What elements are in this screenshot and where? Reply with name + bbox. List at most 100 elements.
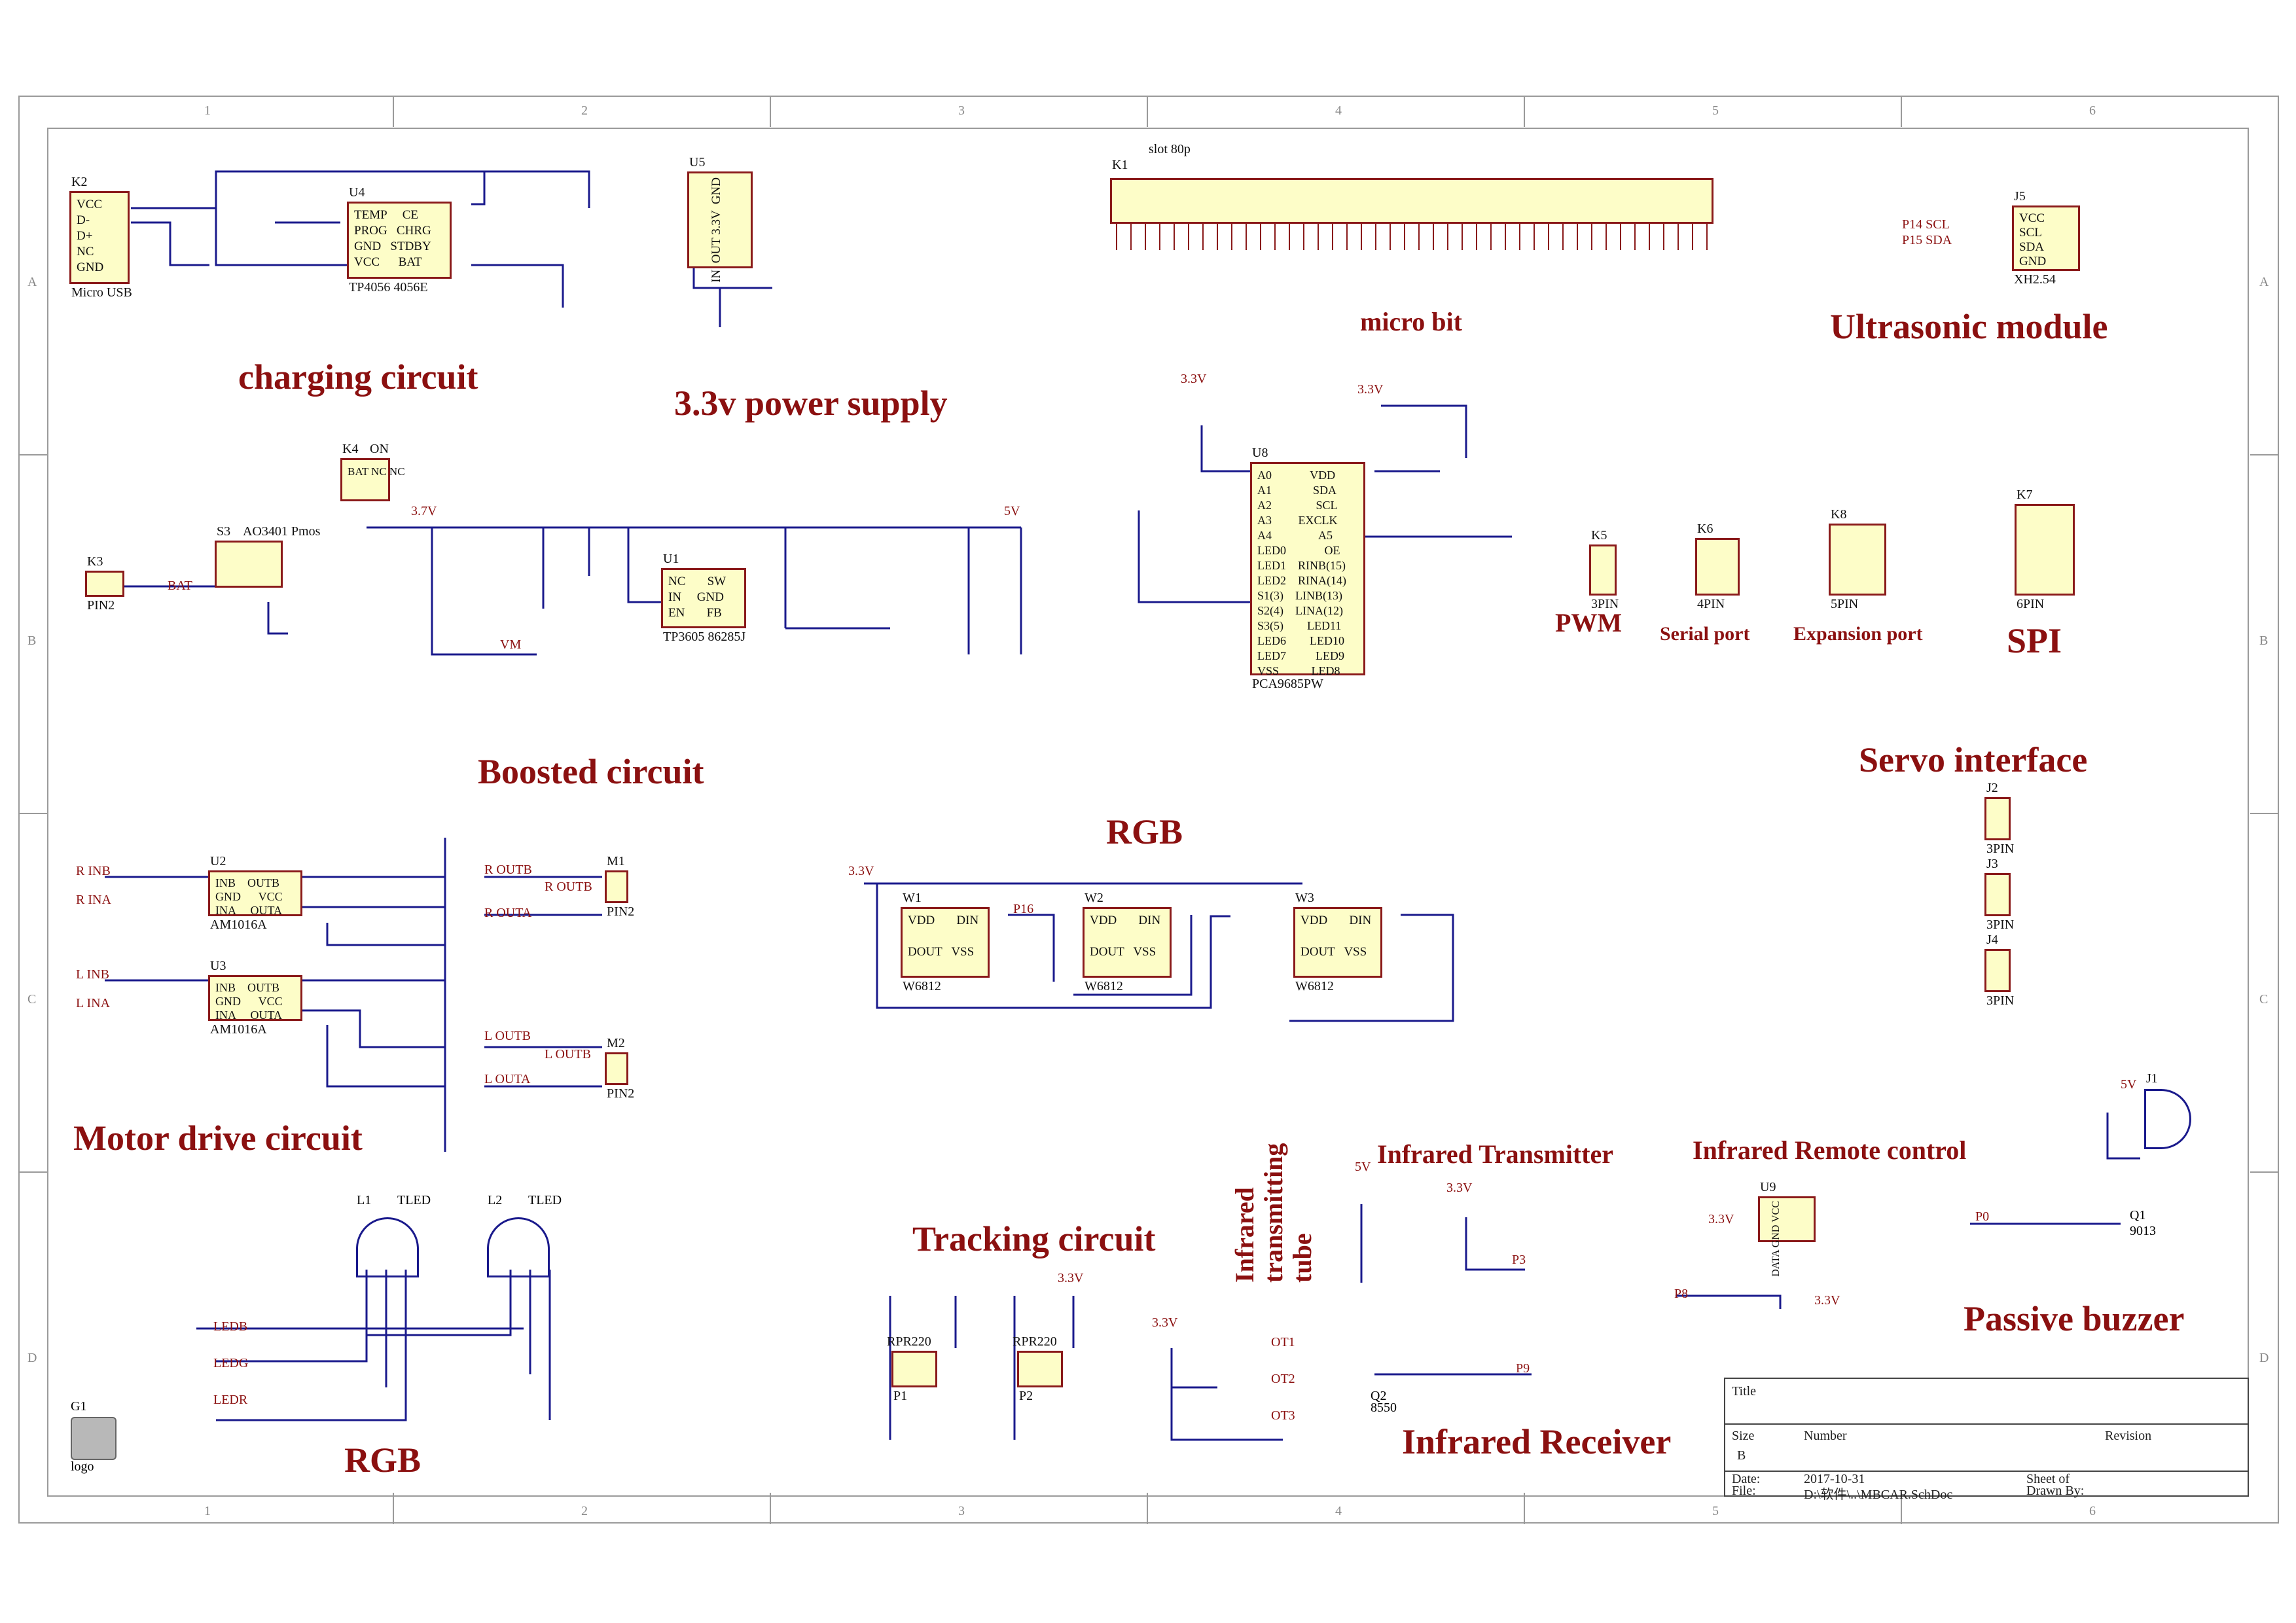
- buzzer-body: J1: [2144, 1071, 2191, 1149]
- zone-col-1-bottom: 1: [204, 1504, 211, 1518]
- component-ref: U2: [210, 854, 226, 868]
- serial-header: K6 4PIN: [1695, 522, 1740, 611]
- line-sensor-p1: RPR220 P1: [887, 1334, 937, 1403]
- component-value: AM1016A: [210, 918, 267, 932]
- zone-col-4-bottom: 4: [1335, 1504, 1342, 1518]
- net-label-3v3: 3.3V: [1446, 1181, 1473, 1195]
- component-pins: DATA GND VCC: [1770, 1201, 1782, 1277]
- net-label-ledb: LEDB: [213, 1319, 248, 1334]
- zone-col-6: 6: [2089, 103, 2096, 118]
- component-pins: VDD DIN DOUT VSS: [1090, 914, 1161, 959]
- component-pins: INB OUTB GND VCC INA OUTA: [215, 876, 283, 917]
- tri-color-led-l1: L1 TLED: [356, 1193, 431, 1277]
- transistor-q1-value: 9013: [2130, 1224, 2156, 1238]
- net-label-3v3: 3.3V: [1708, 1212, 1734, 1226]
- component-value: TP4056 4056E: [349, 280, 428, 294]
- net-label-sda: P15 SDA: [1902, 233, 1952, 247]
- zone-col-2-bottom: 2: [581, 1504, 588, 1518]
- net-label-ledg: LEDG: [213, 1356, 249, 1370]
- component-ref: W3: [1295, 891, 1314, 905]
- net-label-3v7: 3.7V: [411, 504, 437, 518]
- micro-usb-connector: K2 VCC D- D+ NC GND Micro USB: [69, 175, 132, 300]
- component-value: 3PIN: [1591, 597, 1619, 611]
- logo-label: logo: [71, 1459, 94, 1474]
- component-ref: U5: [689, 155, 706, 169]
- component-ref: U4: [349, 185, 365, 200]
- edge-connector-pins: [1116, 224, 1708, 250]
- zone-row-c-right: C: [2259, 992, 2269, 1007]
- component-value: W6812: [903, 979, 941, 993]
- net-label-5v: 5V: [1355, 1160, 1371, 1174]
- component-ref: J5: [2014, 189, 2026, 204]
- zone-tick: [18, 813, 47, 814]
- motor-driver-left: U3 INB OUTB GND VCC INA OUTA AM1016A: [208, 959, 302, 1037]
- component-value: 3PIN: [1986, 918, 2015, 932]
- net-label-ot2: OT2: [1271, 1372, 1295, 1386]
- component-value: PIN2: [607, 1086, 635, 1101]
- rgb-led-w3: W3 VDD DIN DOUT VSS W6812: [1293, 891, 1382, 993]
- component-value: PIN2: [87, 598, 115, 613]
- zone-row-b-right: B: [2259, 633, 2269, 648]
- net-label-3v3: 3.3V: [1152, 1315, 1178, 1330]
- net-label-3v3: 3.3V: [1814, 1293, 1840, 1308]
- section-title-charging: charging circuit: [238, 357, 478, 397]
- servo-header-2: J3 3PIN: [1984, 857, 2014, 932]
- component-pins: INB OUTB GND VCC INA OUTA: [215, 981, 283, 1022]
- file-label: File:: [1732, 1484, 1756, 1498]
- net-label-3v3: 3.3V: [848, 864, 874, 878]
- boost-converter-ic: U1 NC SW IN GND EN FB TP3605 86285J: [661, 552, 746, 644]
- component-value: W6812: [1295, 979, 1334, 993]
- ir-receiver-module: U9 DATA GND VCC: [1758, 1180, 1816, 1277]
- zone-col-3-bottom: 3: [958, 1504, 965, 1518]
- component-value: XH2.54: [2014, 272, 2056, 287]
- net-label-bat: BAT: [168, 579, 192, 593]
- title-block: Title Size B Number Revision Date: 2017-…: [1724, 1378, 2249, 1502]
- date-value: 2017-10-31: [1804, 1472, 1865, 1486]
- zone-col-5: 5: [1712, 103, 1719, 118]
- net-label-louta: L OUTA: [484, 1072, 531, 1086]
- size-label: Size: [1732, 1429, 1755, 1443]
- net-label-routa: R OUTA: [484, 906, 532, 920]
- zone-tick: [1901, 1493, 1902, 1524]
- section-title-microbit: micro bit: [1360, 307, 1462, 336]
- component-value: W6812: [1085, 979, 1123, 993]
- zone-tick: [1524, 1493, 1525, 1524]
- servo-header-3: J4 3PIN: [1984, 933, 2014, 1008]
- edge-connector-slot: K1 slot 80p: [1110, 142, 1713, 224]
- section-title-servo: Servo interface: [1859, 740, 2088, 779]
- component-ref: L2: [488, 1193, 503, 1207]
- component-value: Micro USB: [71, 285, 132, 300]
- component-ref: U9: [1760, 1180, 1776, 1194]
- zone-row-d-right: D: [2259, 1351, 2269, 1365]
- zone-tick: [2250, 1171, 2279, 1173]
- zone-col-2: 2: [581, 103, 588, 118]
- component-ref: U1: [663, 552, 679, 566]
- pmos-switch: S3 AO3401 Pmos: [215, 524, 320, 588]
- component-ref: J3: [1986, 857, 1998, 871]
- net-label-ledr: LEDR: [213, 1393, 248, 1407]
- outer-frame: [18, 96, 2279, 1524]
- zone-col-3: 3: [958, 103, 965, 118]
- component-value: RPR220: [1013, 1334, 1057, 1349]
- motor-left-header: M2 PIN2: [605, 1036, 634, 1101]
- title-label: Title: [1732, 1384, 1757, 1399]
- zone-tick: [393, 1493, 394, 1524]
- component-pins: VDD DIN DOUT VSS: [1300, 914, 1372, 959]
- sheet-label: Sheet of: [2026, 1472, 2070, 1486]
- component-pins: VDD DIN DOUT VSS: [908, 914, 979, 959]
- component-value: RPR220: [887, 1334, 931, 1349]
- motor-right-header: M1 PIN2: [605, 854, 634, 919]
- component-ref: J1: [2146, 1071, 2158, 1086]
- ultrasonic-header: J5 VCC SCL SDA GND XH2.54: [2012, 189, 2080, 287]
- size-value: B: [1737, 1448, 1746, 1463]
- component-ref: K1: [1112, 158, 1128, 172]
- section-title-rgb-bottom: RGB: [344, 1440, 422, 1480]
- component-value: PCA9685PW: [1252, 677, 1323, 691]
- component-ref: J4: [1986, 933, 1998, 947]
- rgb-led-w1: W1 VDD DIN DOUT VSS W6812: [901, 891, 990, 993]
- component-value: PIN2: [607, 904, 635, 919]
- transistor-q1-ref: Q1: [2130, 1208, 2146, 1222]
- section-title-motor: Motor drive circuit: [73, 1118, 363, 1158]
